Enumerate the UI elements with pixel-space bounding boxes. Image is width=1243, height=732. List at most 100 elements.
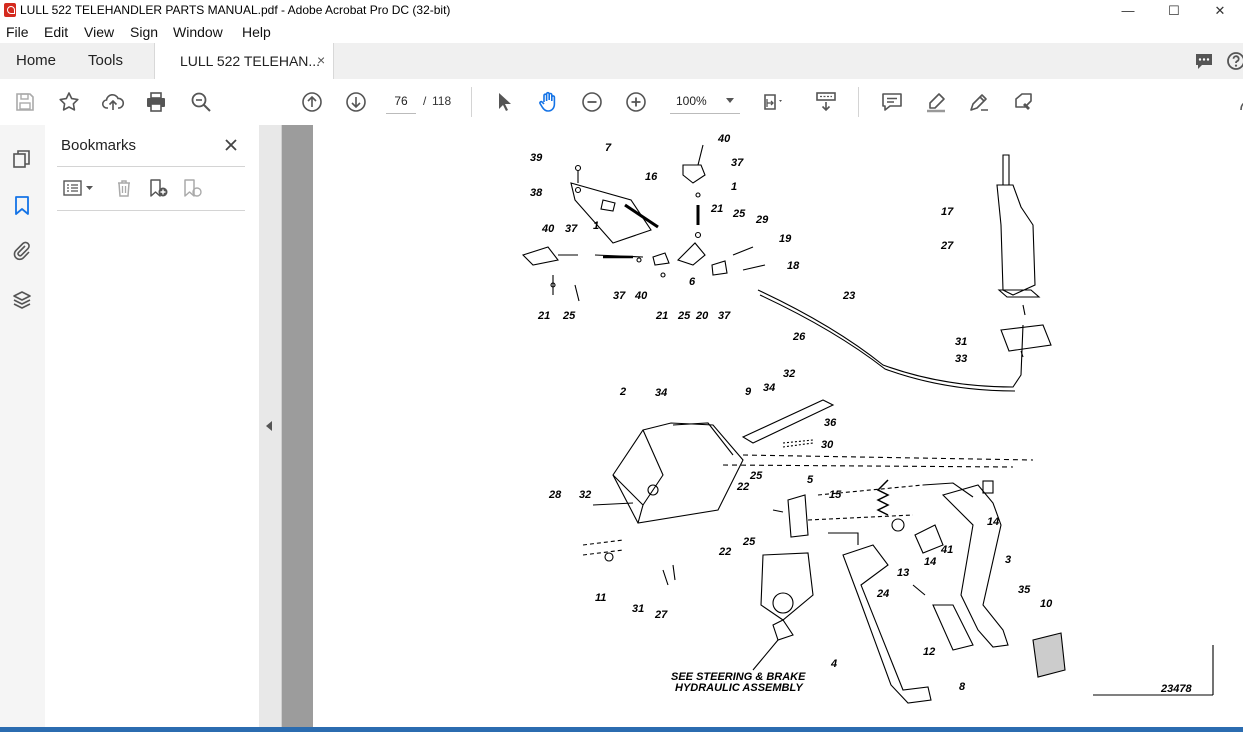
part-number-label: 37	[565, 223, 578, 235]
highlight-pen-icon[interactable]	[923, 89, 949, 115]
part-number-label: 19	[779, 233, 792, 245]
part-number-label: 27	[654, 609, 668, 621]
part-number-label: 25	[732, 208, 746, 220]
part-number-label: 34	[763, 382, 775, 394]
part-number-label: 2	[619, 386, 626, 398]
parts-exploded-diagram: 3974037381612125291940371618374021252037…	[521, 133, 1214, 704]
bookmark-options-icon[interactable]	[59, 177, 99, 199]
part-number-label: 12	[923, 646, 935, 658]
part-number-label: 21	[655, 310, 668, 322]
menu-window[interactable]: Window	[173, 24, 223, 40]
left-rail	[0, 125, 46, 732]
draw-pen-icon[interactable]	[966, 89, 992, 115]
part-number-label: 11	[595, 592, 606, 604]
tab-close-button[interactable]: ×	[317, 52, 326, 68]
part-number-label: 9	[745, 386, 752, 398]
part-number-label: 1	[593, 220, 599, 232]
hand-tool-icon[interactable]	[535, 89, 561, 115]
minimize-button[interactable]: —	[1121, 3, 1135, 18]
part-number-label: 25	[742, 536, 756, 548]
page-thumbnails-icon[interactable]	[10, 147, 34, 171]
bookmark-star-icon[interactable]	[56, 89, 82, 115]
restore-button[interactable]: ☐	[1168, 2, 1180, 18]
menu-view[interactable]: View	[84, 24, 115, 40]
layers-icon[interactable]	[10, 288, 34, 312]
page-fit-icon[interactable]	[760, 89, 786, 115]
part-number-label: 31	[955, 336, 967, 348]
bookmark-properties-icon[interactable]	[179, 177, 205, 199]
print-icon[interactable]	[143, 89, 169, 115]
part-number-label: 16	[645, 171, 658, 183]
panel-divider	[57, 166, 245, 167]
zoom-search-icon[interactable]	[188, 89, 214, 115]
part-number-label: 37	[718, 310, 731, 322]
menu-edit[interactable]: Edit	[44, 24, 69, 40]
upload-cloud-icon[interactable]	[100, 89, 126, 115]
part-number-label: 21	[537, 310, 550, 322]
part-number-label: 35	[1018, 584, 1031, 596]
chevron-down-icon	[726, 98, 734, 103]
part-number-label: 1	[731, 181, 737, 193]
collapse-arrow-icon[interactable]	[266, 421, 272, 431]
tab-home[interactable]: Home	[16, 52, 57, 69]
panel-splitter[interactable]	[259, 125, 282, 732]
part-number-label: 10	[1040, 598, 1053, 610]
window-controls: — ☐ ✕	[1105, 0, 1243, 21]
attachments-paperclip-icon[interactable]	[10, 239, 34, 263]
part-number-label: 7	[605, 142, 612, 154]
part-number-label: 22	[718, 546, 731, 558]
zoom-in-icon[interactable]	[623, 89, 649, 115]
close-panel-icon[interactable]	[219, 133, 243, 157]
part-number-label: 26	[792, 331, 806, 343]
part-number-label: 31	[632, 603, 644, 615]
panel-divider	[57, 210, 245, 211]
save-icon[interactable]	[12, 89, 38, 115]
scroll-mode-icon[interactable]	[813, 89, 839, 115]
previous-page-icon[interactable]	[299, 89, 325, 115]
share-icon[interactable]	[1232, 89, 1243, 115]
delete-bookmark-icon[interactable]	[111, 177, 137, 199]
status-strip	[0, 727, 1243, 732]
menu-sign[interactable]: Sign	[130, 24, 159, 40]
tab-document-label: LULL 522 TELEHAN...	[180, 53, 321, 69]
part-number-label: 37	[613, 290, 626, 302]
next-page-icon[interactable]	[343, 89, 369, 115]
help-icon[interactable]	[1225, 50, 1243, 75]
part-number-label: 25	[749, 470, 763, 482]
page-number-input[interactable]: 76	[386, 89, 416, 114]
part-number-label: 6	[689, 276, 696, 288]
zoom-level-value: 100%	[676, 94, 707, 108]
part-number-label: 28	[548, 489, 562, 501]
tab-document[interactable]: LULL 522 TELEHAN... ×	[154, 43, 334, 80]
part-number-label: 3	[1005, 554, 1011, 566]
part-number-label: 4	[830, 658, 837, 670]
title-bar: LULL 522 TELEHANDLER PARTS MANUAL.pdf - …	[0, 0, 1243, 22]
part-number-label: 18	[787, 260, 800, 272]
part-number-label: 40	[634, 290, 648, 302]
part-number-label: 39	[530, 152, 543, 164]
add-bookmark-icon[interactable]	[145, 177, 171, 199]
part-number-label: 14	[924, 556, 936, 568]
close-window-button[interactable]: ✕	[1214, 2, 1226, 18]
part-number-label: 23	[842, 290, 855, 302]
part-number-label: 25	[562, 310, 576, 322]
part-number-label: 15	[829, 489, 842, 501]
part-number-label: 8	[959, 681, 966, 693]
comments-icon[interactable]	[1193, 50, 1215, 75]
fill-sign-icon[interactable]	[1010, 89, 1036, 115]
part-number-label: 38	[530, 187, 543, 199]
menu-bar: File Edit View Sign Window Help	[0, 21, 1243, 43]
select-cursor-icon[interactable]	[491, 89, 517, 115]
menu-file[interactable]: File	[6, 24, 29, 40]
comment-icon[interactable]	[879, 89, 905, 115]
zoom-level-select[interactable]: 100%	[670, 89, 740, 114]
part-number-label: 21	[710, 203, 723, 215]
menu-help[interactable]: Help	[242, 24, 271, 40]
part-number-label: 17	[941, 206, 954, 218]
tab-tools[interactable]: Tools	[88, 52, 124, 69]
bookmarks-panel-icon[interactable]	[10, 193, 34, 217]
zoom-out-icon[interactable]	[579, 89, 605, 115]
part-number-label: 22	[736, 481, 749, 493]
